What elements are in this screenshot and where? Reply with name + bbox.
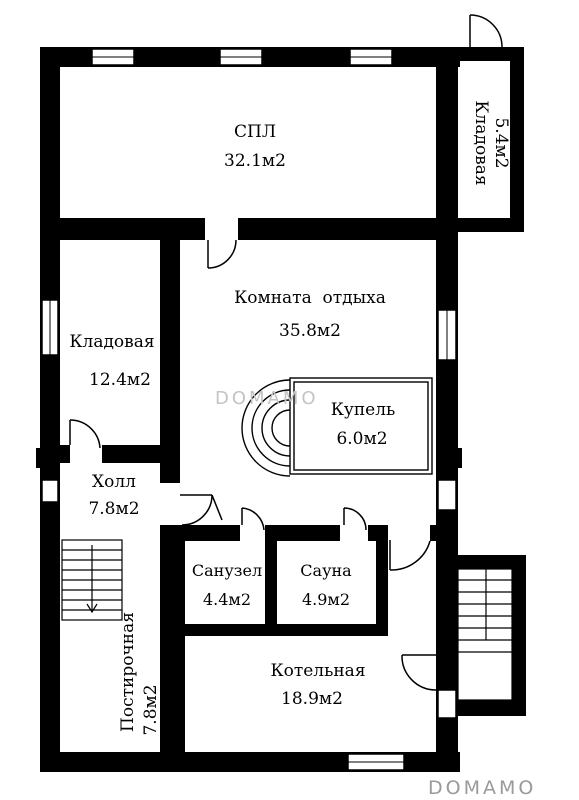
room-area-boiler: 18.9м2: [281, 689, 343, 709]
room-name-hall: Холл: [92, 472, 136, 492]
room-labels: СПЛ 32.1м2 Кладовая 5.4м2 Комната отдыха…: [69, 100, 511, 735]
room-area-sauna: 4.9м2: [302, 590, 350, 609]
left-stairs: [61, 539, 123, 621]
room-area-laundry: 7.8м2: [141, 684, 161, 735]
room-area-spl: 32.1м2: [224, 151, 286, 171]
watermark-corner-bg: [410, 773, 579, 800]
room-name-boiler: Котельная: [270, 661, 365, 681]
doors: [69, 14, 503, 691]
right-stairs: [457, 554, 513, 701]
room-area-storage-left: 12.4м2: [89, 370, 151, 390]
room-name-spl: СПЛ: [234, 122, 276, 142]
room-area-storage-top: 5.4м2: [491, 117, 511, 168]
watermark-corner: DOMAMO: [428, 777, 536, 799]
room-name-rest-room: Комната отдыха: [234, 288, 386, 308]
room-area-bathroom: 4.4м2: [203, 590, 251, 609]
room-name-bathroom: Санузел: [192, 561, 262, 580]
room-area-rest-room: 35.8м2: [279, 321, 341, 341]
room-name-font-pool: Купель: [331, 400, 396, 420]
plunge-pool: [241, 377, 433, 477]
watermark-center: DOMAMO: [215, 388, 319, 409]
room-name-sauna: Сауна: [300, 561, 352, 580]
room-name-storage-left: Кладовая: [69, 332, 154, 352]
room-area-font-pool: 6.0м2: [336, 429, 387, 449]
window-mullions: [49, 56, 448, 763]
room-name-laundry: Постирочная: [118, 612, 138, 732]
room-area-hall: 7.8м2: [88, 499, 139, 519]
room-name-storage-top: Кладовая: [471, 100, 491, 185]
